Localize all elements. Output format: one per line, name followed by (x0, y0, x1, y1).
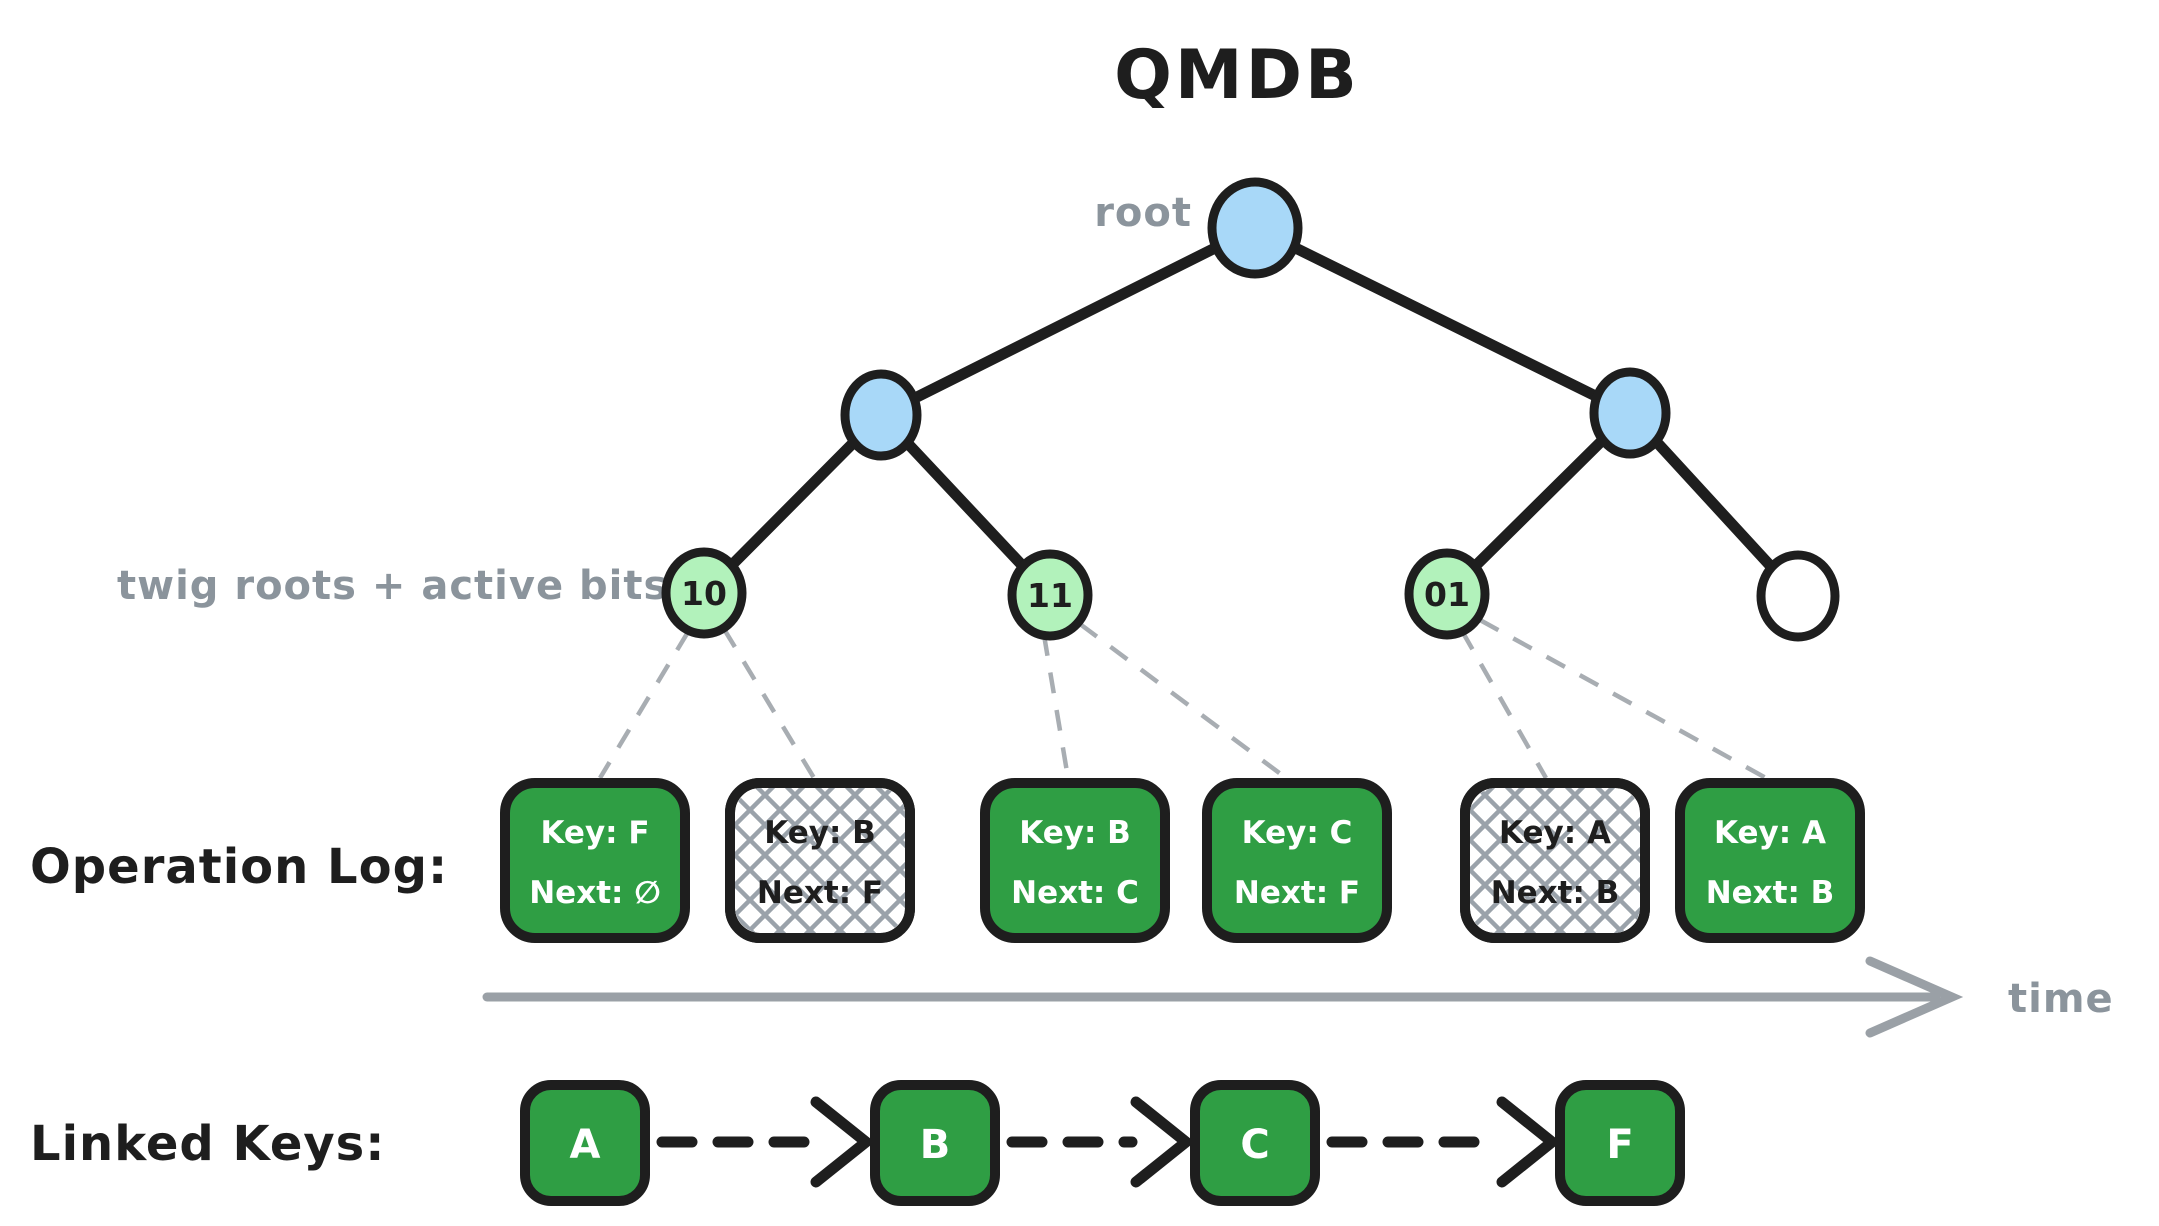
log-entry: Key: A Next: B (1675, 778, 1865, 943)
internal-node-left (840, 369, 922, 461)
link-arrow-c-f-head-icon (1496, 1096, 1558, 1188)
twig-row-label: twig roots + active bits (117, 563, 668, 609)
time-arrow-head-icon (1865, 956, 1964, 1038)
operation-log-entries: Key: F Next: ∅ Key: B Next: F Key: B Nex… (500, 778, 1865, 943)
connector-11-entry4 (1078, 622, 1288, 780)
link-arrow-a-b-head-icon (810, 1096, 872, 1188)
log-entry-next: Next: ∅ (529, 875, 661, 911)
internal-node-right (1589, 367, 1671, 459)
linked-keys-label: Linked Keys: (30, 1116, 385, 1172)
page-title: QMDB (1114, 36, 1360, 115)
log-entry-next: Next: B (1491, 875, 1620, 911)
key-box-f (1555, 1080, 1685, 1206)
key-box-b-label: B (920, 1122, 951, 1168)
twig-node-01-label: 01 (1424, 575, 1470, 614)
log-entry-key: Key: F (540, 815, 649, 851)
connector-01-entry5 (1460, 629, 1548, 780)
twig-node-01 (1404, 548, 1490, 640)
log-entry-next: Next: F (757, 875, 883, 911)
key-box-a-label: A (570, 1122, 601, 1168)
connector-01-entry6 (1478, 618, 1768, 780)
log-entry-key: Key: B (764, 815, 876, 851)
key-box-c-label: C (1240, 1122, 1269, 1168)
edge-root-left (875, 222, 1261, 421)
twig-node-11 (1007, 549, 1093, 641)
link-arrow-b-c-head-icon (1130, 1096, 1192, 1188)
crosshatch-overlay (735, 788, 905, 933)
log-entry: Key: C Next: F (1202, 778, 1392, 943)
key-box-f-label: F (1606, 1122, 1633, 1168)
log-entry-next: Next: B (1706, 875, 1835, 911)
twig-node-10 (661, 547, 747, 639)
linked-keys-chain: A B C F (520, 1080, 1685, 1206)
log-entry-key: Key: C (1242, 815, 1353, 851)
log-entry-key: Key: A (1714, 815, 1826, 851)
twig-node-10-label: 10 (681, 574, 727, 613)
key-box-b (870, 1080, 1000, 1206)
twig-node-11-label: 11 (1027, 576, 1073, 615)
crosshatch-overlay (1470, 788, 1640, 933)
edge-root-right (1249, 222, 1636, 419)
log-entry-key: Key: B (1019, 815, 1131, 851)
log-entry-next: Next: F (1234, 875, 1360, 911)
connector-10-entry2 (722, 627, 816, 780)
twig-node-empty (1756, 550, 1840, 642)
operation-log-label: Operation Log: (30, 839, 448, 895)
key-box-c (1190, 1080, 1320, 1206)
key-box-a (520, 1080, 650, 1206)
log-entry: Key: F Next: ∅ (500, 778, 690, 943)
log-entry-key: Key: A (1499, 815, 1611, 851)
root-node (1207, 177, 1303, 279)
twig-to-log-connectors (598, 618, 1768, 780)
log-entry: Key: B Next: C (980, 778, 1170, 943)
time-label: time (2008, 976, 2114, 1022)
connector-10-entry1 (598, 630, 690, 780)
tree-nodes: root twig roots + active bits 10 11 01 (117, 177, 1840, 642)
log-entry-next: Next: C (1011, 875, 1139, 911)
log-entry-obsolete: Key: A Next: B (1460, 778, 1650, 943)
log-entry-obsolete: Key: B Next: F (725, 778, 915, 943)
connector-11-entry3 (1041, 634, 1071, 779)
time-axis: time (482, 956, 2114, 1038)
root-label: root (1094, 190, 1192, 236)
